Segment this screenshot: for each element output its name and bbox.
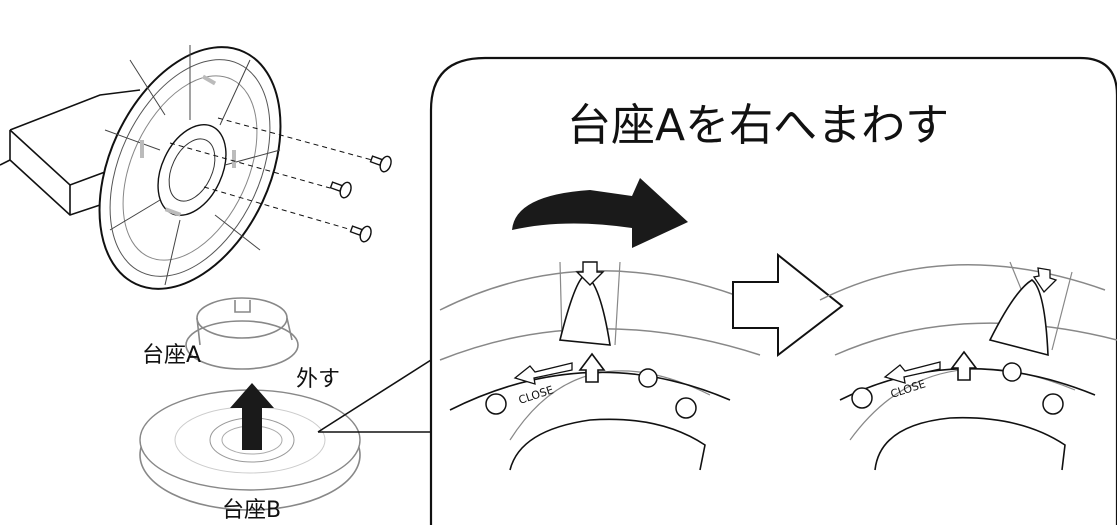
base-a-label: 台座A [142, 343, 201, 368]
close-direction-arrow-icon-after [883, 361, 941, 384]
remove-label: 外す [296, 367, 340, 392]
callout-title: 台座Aを右へまわす [567, 100, 949, 151]
screw-icons [329, 155, 392, 243]
mount-disc [98, 45, 282, 290]
align-down-arrow-icon [575, 261, 605, 286]
detail-before: CLOSE [439, 261, 761, 471]
align-down-arrow-icon-after [1032, 267, 1058, 294]
remove-up-arrow-icon [230, 383, 274, 450]
align-up-arrow-icon-after [950, 350, 978, 381]
callout-leader [317, 359, 432, 433]
base-b-label: 台座B [222, 498, 281, 523]
detail-after: CLOSE [819, 261, 1117, 471]
monitor-body [0, 89, 141, 216]
close-direction-arrow-icon [513, 362, 573, 385]
screw-guides [169, 117, 373, 231]
transition-arrow-icon [732, 252, 844, 358]
align-up-arrow-icon [578, 352, 606, 383]
rotate-right-arrow-icon [512, 178, 688, 248]
base-a-ring [185, 297, 299, 370]
